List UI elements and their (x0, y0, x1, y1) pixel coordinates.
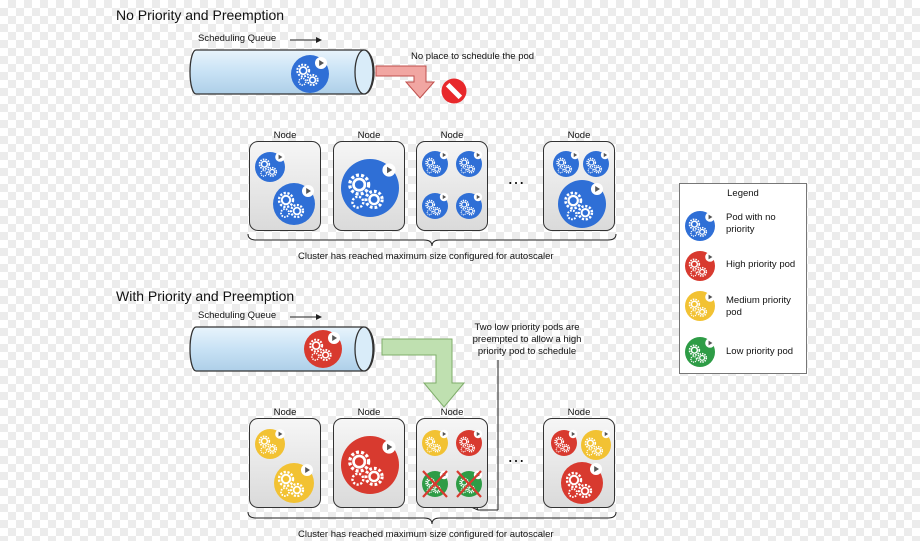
node-pods (255, 152, 315, 225)
legend-item (684, 288, 720, 327)
node-box (249, 141, 321, 231)
section-title-no-priority: No Priority and Preemption (116, 7, 285, 23)
node-label: Node (567, 130, 591, 141)
legend-label-line: Medium priority (726, 295, 791, 306)
node-label: Node (357, 130, 381, 141)
node-box (249, 418, 321, 508)
more-nodes-ellipsis: … (507, 446, 527, 466)
cluster-caption: Cluster has reached maximum size configu… (298, 251, 554, 262)
legend-label: High priority pod (726, 259, 796, 270)
cluster-brace (247, 233, 617, 247)
no-entry-icon (441, 78, 467, 104)
preemption-note-line: Two low priority pods are (474, 322, 580, 333)
cluster-brace (247, 511, 617, 525)
legend-item (684, 208, 720, 247)
cluster-caption: Cluster has reached maximum size configu… (298, 529, 554, 540)
preemption-note: Two low priority pods are preempted to a… (462, 322, 592, 358)
node-pods (551, 429, 611, 504)
legend-item (684, 334, 720, 373)
legend-title: Legend (727, 188, 759, 199)
node-pods (341, 436, 399, 494)
more-nodes-ellipsis: … (507, 168, 527, 188)
queue-direction-arrow (290, 37, 322, 43)
node-pods (341, 159, 399, 217)
legend-item (684, 248, 720, 287)
node-box (416, 418, 488, 508)
section-title-with-priority: With Priority and Preemption (116, 288, 295, 304)
queue-direction-arrow (290, 314, 322, 320)
node-box (543, 141, 615, 231)
node-label: Node (567, 407, 591, 418)
node-box (333, 418, 405, 508)
legend-label-line: Pod with no (726, 212, 776, 223)
pending-pod-icon (304, 330, 342, 368)
legend-label: Pod with no priority (726, 212, 776, 236)
node-pods (422, 150, 483, 219)
node-label: Node (440, 130, 464, 141)
legend: Legend Pod with no priority High priorit… (679, 183, 807, 374)
node-box (333, 141, 405, 231)
legend-label: Medium priority pod (726, 295, 791, 319)
node-pods (255, 429, 314, 503)
legend-label-line: pod (726, 307, 742, 318)
scheduling-queue-tube (189, 49, 375, 95)
node-pods (553, 150, 610, 228)
node-box (416, 141, 488, 231)
pod-icon (685, 211, 715, 241)
scheduling-queue-tube (189, 326, 375, 372)
node-label: Node (440, 407, 464, 418)
preemption-note-line: preempted to allow a high (472, 334, 582, 345)
scheduling-queue-label: Scheduling Queue (198, 33, 277, 44)
no-place-annotation: No place to schedule the pod (411, 51, 535, 62)
node-label: Node (357, 407, 381, 418)
red-bent-arrow (375, 65, 436, 99)
node-label: Node (273, 130, 297, 141)
scheduling-queue-label: Scheduling Queue (198, 310, 277, 321)
pod-icon (685, 251, 715, 281)
node-label: Node (273, 407, 297, 418)
pod-icon (685, 337, 715, 367)
green-bent-arrow (381, 338, 466, 408)
legend-label: Low priority pod (726, 346, 794, 357)
preemption-note-line: priority pod to schedule (477, 346, 577, 357)
pending-pod-icon (291, 55, 329, 93)
node-pods (422, 429, 483, 498)
node-box (543, 418, 615, 508)
legend-label-line: priority (726, 224, 755, 235)
pod-icon (685, 291, 715, 321)
